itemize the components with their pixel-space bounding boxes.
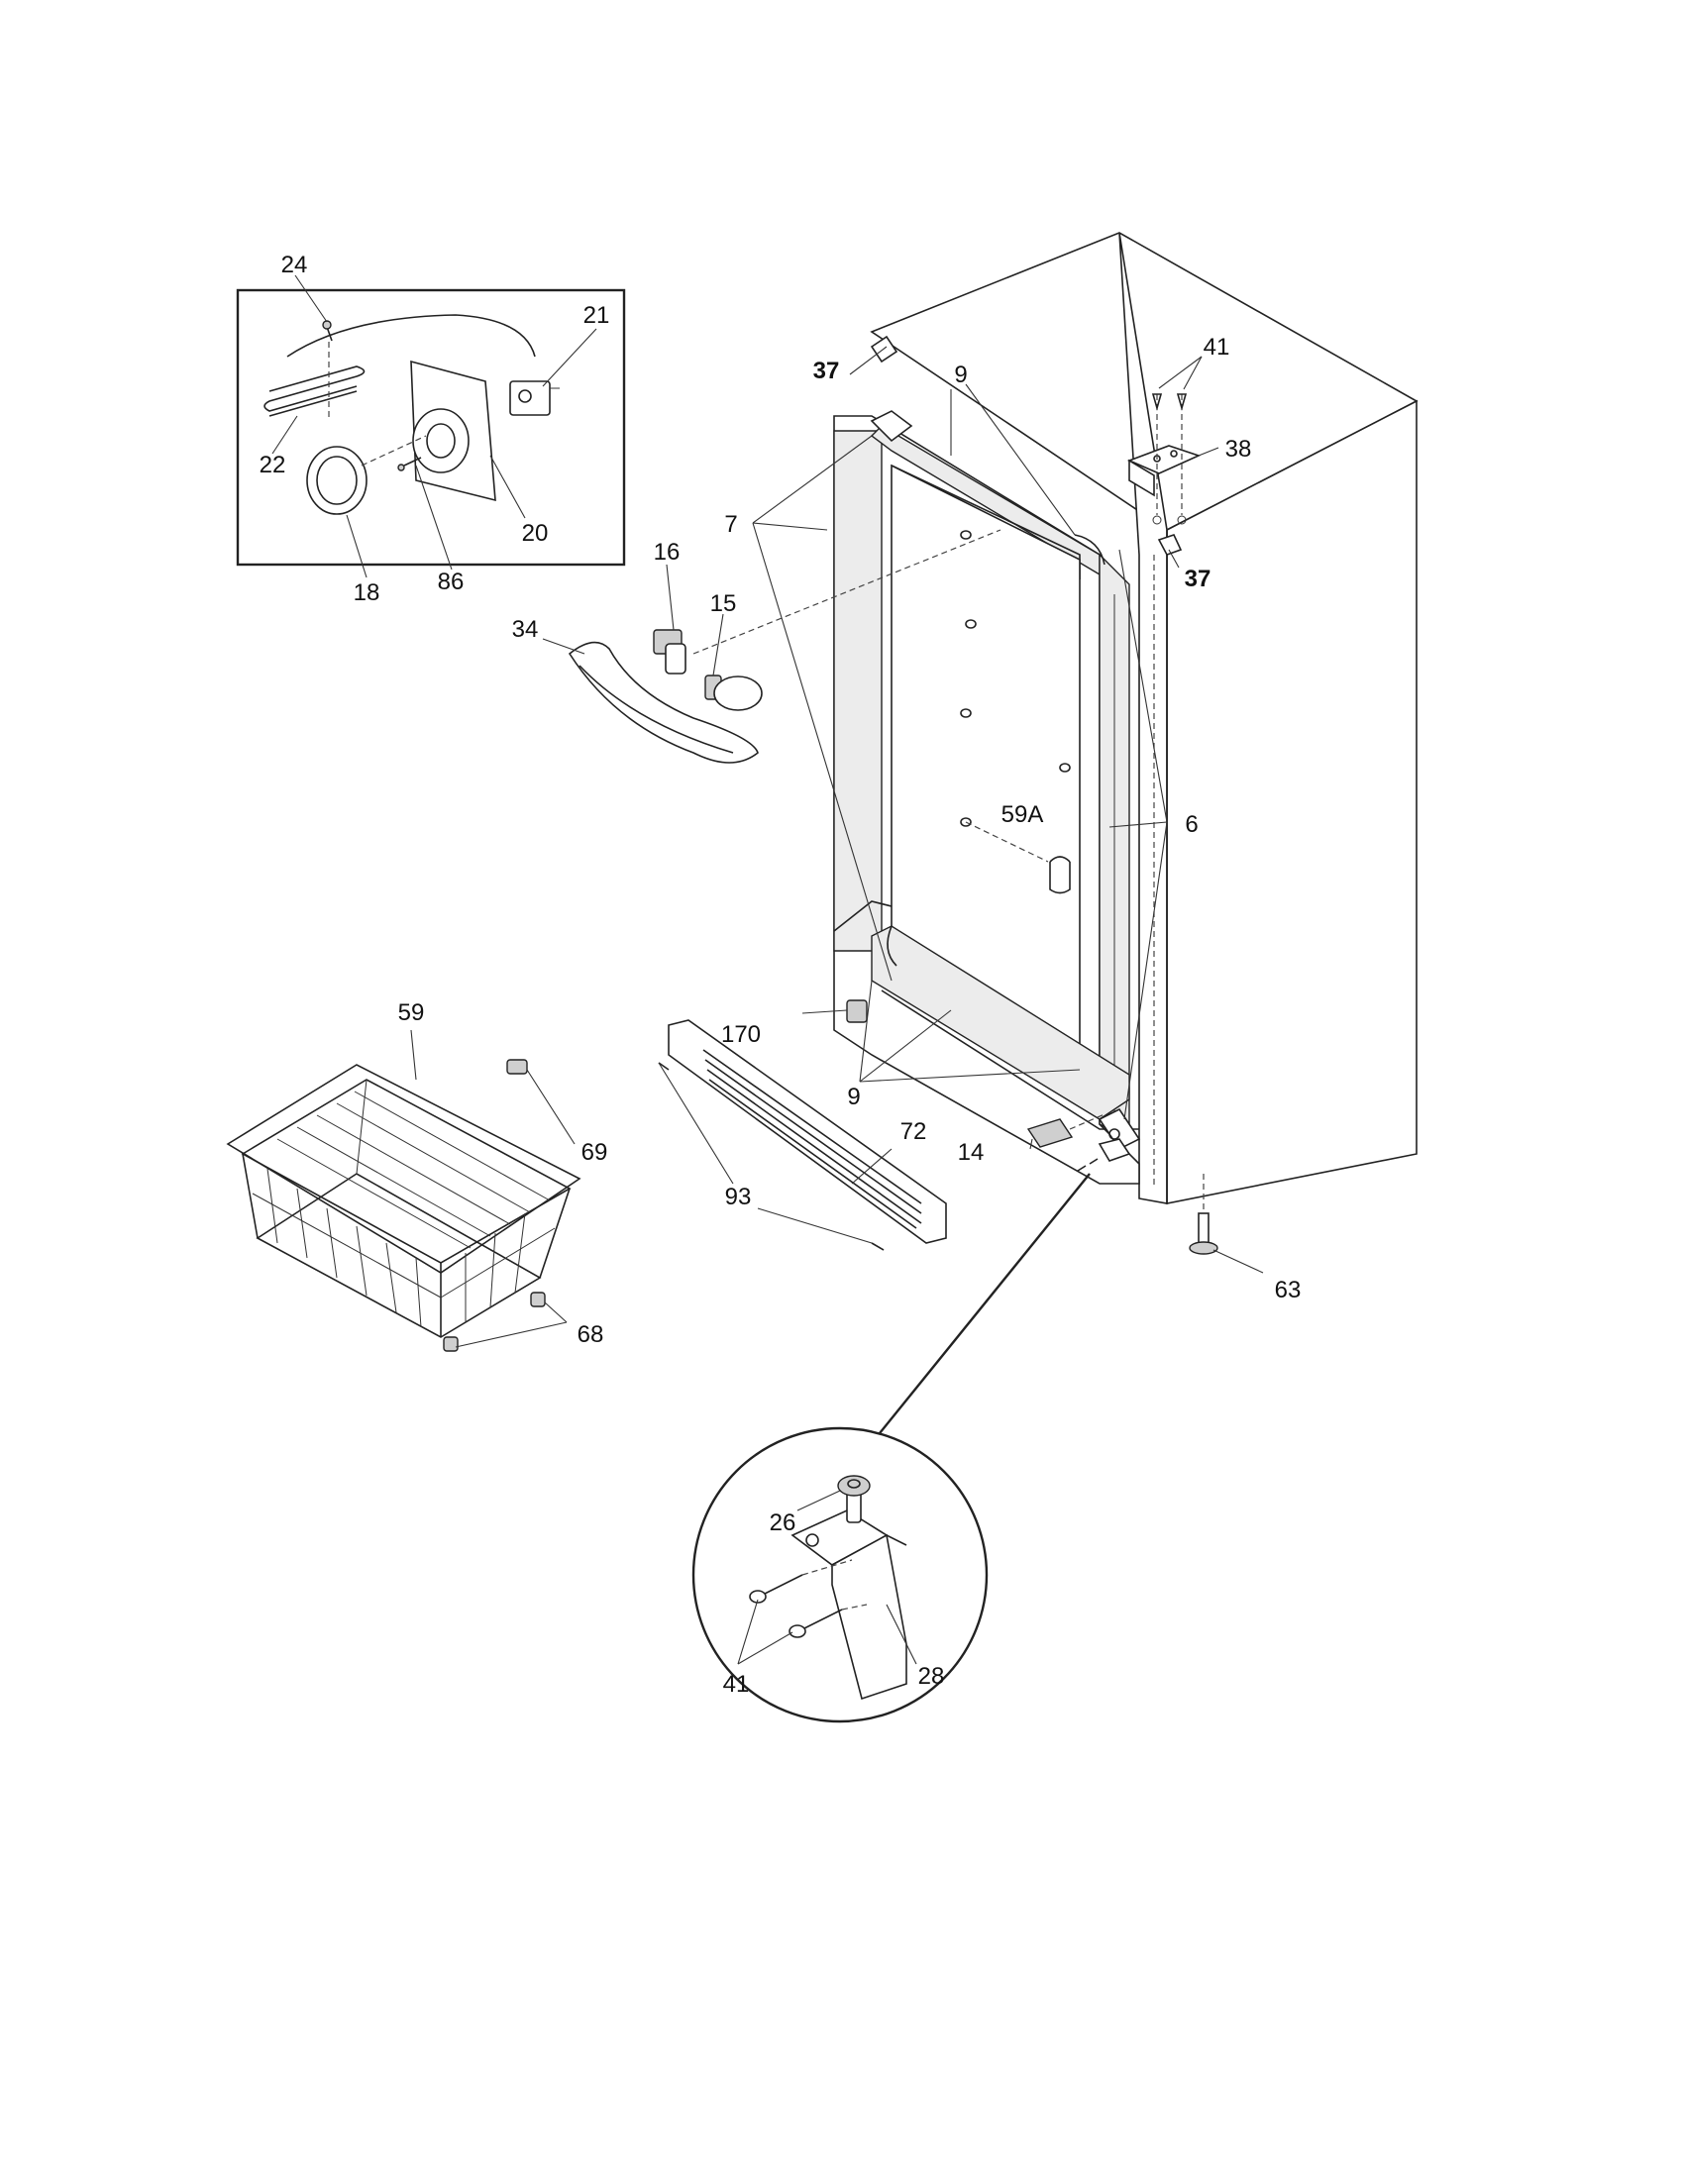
callout-41-top: 41 xyxy=(1204,334,1230,361)
wire-basket xyxy=(226,1064,581,1338)
thermostat-inset xyxy=(236,288,626,567)
toe-grille xyxy=(668,1019,947,1244)
callout-18: 18 xyxy=(354,579,380,606)
callout-15: 15 xyxy=(710,590,737,617)
door-frame xyxy=(833,410,1141,1185)
callout-37-top: 37 xyxy=(813,358,840,384)
callout-20: 20 xyxy=(522,520,549,547)
callout-37-right: 37 xyxy=(1185,566,1211,592)
callout-24: 24 xyxy=(281,252,308,278)
light-bulb xyxy=(704,675,763,711)
callout-34: 34 xyxy=(512,616,539,643)
switch-170 xyxy=(846,999,868,1023)
callout-41-detail: 41 xyxy=(723,1671,750,1698)
light-cover xyxy=(568,641,759,764)
callout-93: 93 xyxy=(725,1184,752,1210)
callout-9-top: 9 xyxy=(954,362,967,388)
retainer-59a xyxy=(965,821,1071,894)
callout-labels: 24 21 22 20 18 86 16 15 34 37 37 9 7 41 … xyxy=(260,252,1302,1698)
callout-59a: 59A xyxy=(1001,801,1044,828)
grille-screws xyxy=(658,1062,885,1251)
hinge-detail xyxy=(691,1173,1091,1723)
corner-cap-right xyxy=(1157,534,1183,556)
callout-86: 86 xyxy=(438,569,465,595)
switch-14 xyxy=(1026,1113,1105,1148)
callout-63: 63 xyxy=(1275,1277,1302,1303)
callout-28: 28 xyxy=(918,1663,945,1690)
callout-21: 21 xyxy=(583,302,610,329)
basket-foot-2 xyxy=(443,1336,459,1352)
callout-7: 7 xyxy=(724,511,737,538)
callout-69: 69 xyxy=(581,1139,608,1166)
callout-68: 68 xyxy=(578,1321,604,1348)
callout-9-bottom: 9 xyxy=(847,1084,860,1110)
callout-170: 170 xyxy=(721,1021,761,1048)
basket-foot-1 xyxy=(530,1292,546,1307)
callout-38: 38 xyxy=(1225,436,1252,463)
light-socket xyxy=(653,629,686,675)
callout-26: 26 xyxy=(770,1509,796,1536)
callout-59: 59 xyxy=(398,999,425,1026)
callout-72: 72 xyxy=(900,1118,927,1145)
basket-stop xyxy=(506,1059,528,1075)
leader-lines xyxy=(271,274,1264,1665)
bottom-hinge-mount xyxy=(1077,1128,1131,1172)
leveling-leg xyxy=(1189,1174,1218,1255)
callout-22: 22 xyxy=(260,452,286,478)
callout-16: 16 xyxy=(654,539,681,566)
top-hinge-screws xyxy=(1151,393,1188,525)
cabinet xyxy=(870,232,1419,1204)
callout-6: 6 xyxy=(1185,811,1198,838)
callout-14: 14 xyxy=(958,1139,985,1166)
